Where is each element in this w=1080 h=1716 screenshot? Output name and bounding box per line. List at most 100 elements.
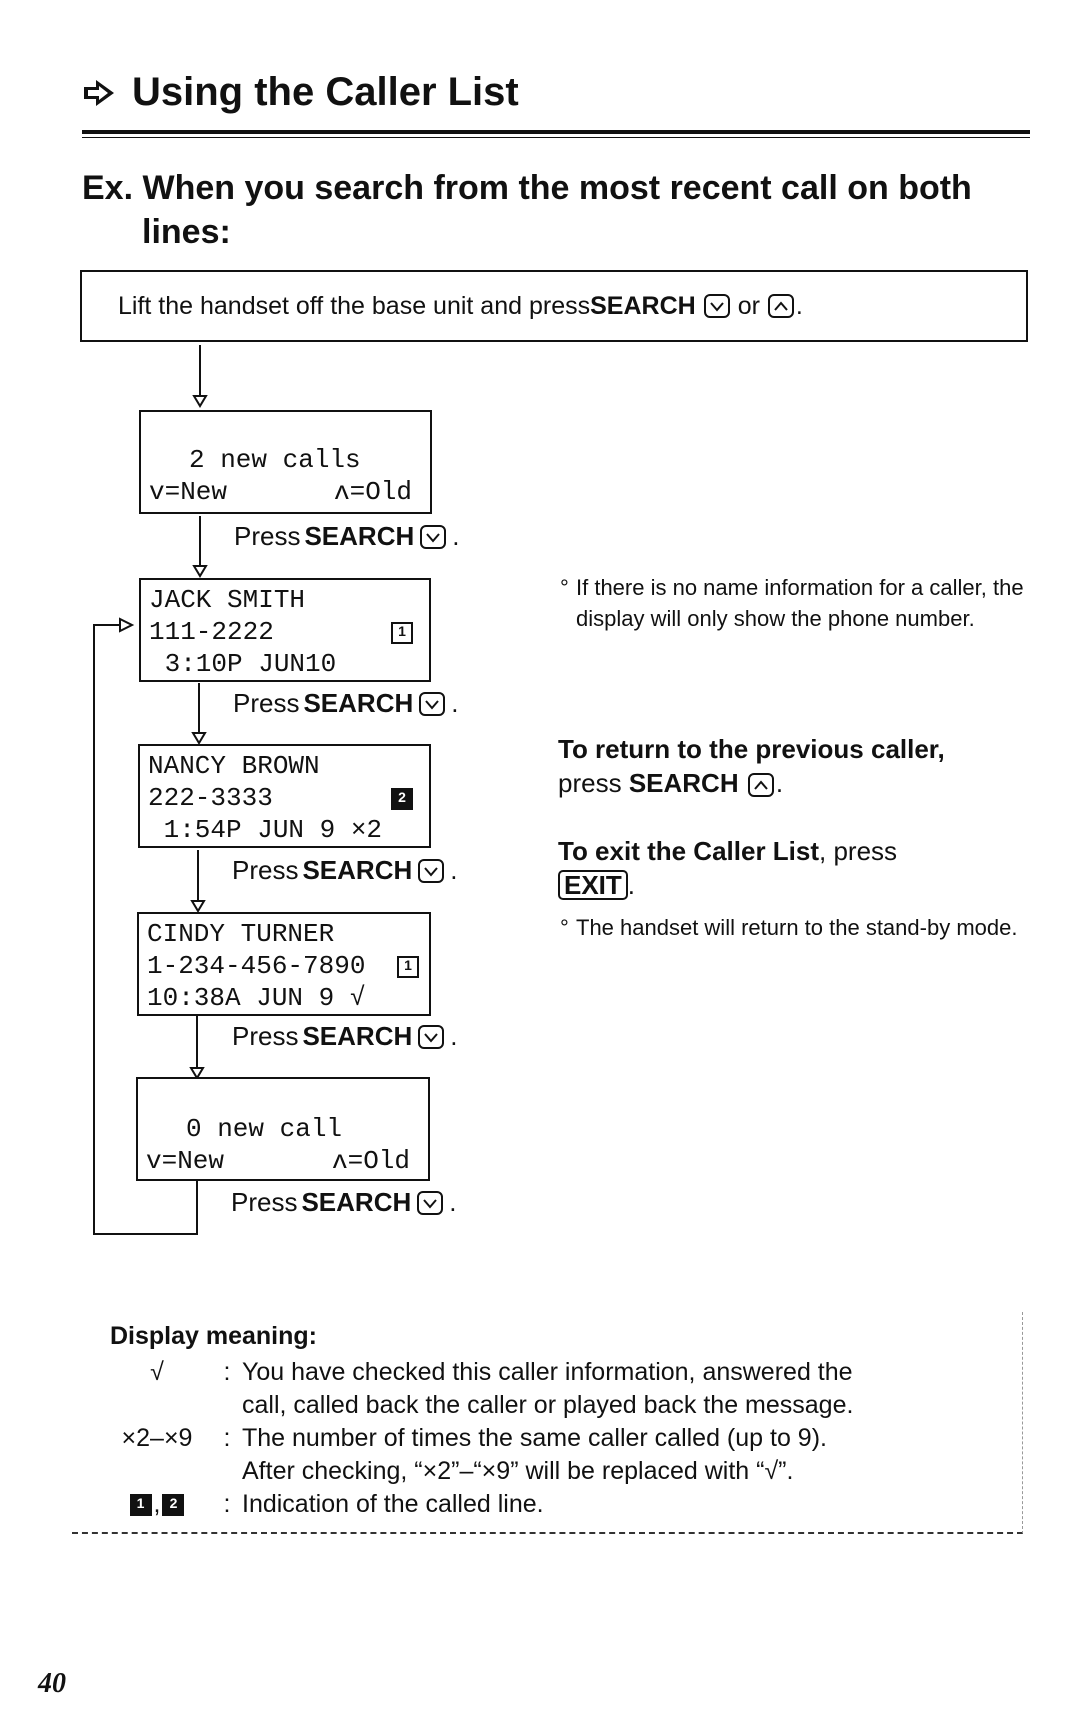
meaning-symbol: √ [150, 1358, 164, 1386]
step-press: Press [232, 855, 299, 885]
up-key-icon [767, 294, 794, 318]
lcd-text: ʌ=Old [333, 477, 412, 507]
instruction-text: Lift the handset off the base unit and p… [118, 291, 591, 320]
lcd-text: v=New [149, 477, 228, 507]
meaning-text: After checking, “×2”–“×9” will be replac… [242, 1457, 794, 1485]
page-title: Using the Caller List [82, 70, 519, 115]
line-2-icon: 2 [162, 1493, 185, 1516]
step-key: SEARCH [304, 521, 415, 551]
meaning-text: The number of times the same caller call… [242, 1424, 827, 1452]
return-bold: To return to the previous caller, [558, 734, 945, 764]
step-press-search: Press SEARCH . [233, 688, 459, 719]
step-press-search: Press SEARCH . [231, 1187, 457, 1218]
step-press: Press [233, 688, 300, 718]
lcd-text: 111-2222 [149, 617, 274, 647]
display-meaning-list: √: You have checked this caller informati… [102, 1356, 854, 1521]
lcd-line: 2 new calls [149, 444, 422, 476]
up-key-icon [747, 773, 774, 798]
line-1-icon: 1 [129, 1493, 152, 1516]
lcd-line: 111-2222 1 [149, 616, 421, 648]
exit-rest: , press [819, 836, 898, 866]
lcd-text: ʌ=Old [331, 1146, 410, 1176]
lcd-screen-no-new-calls: 0 new call v=New ʌ=Old [136, 1077, 430, 1181]
line-1-icon: 1 [397, 956, 419, 978]
lcd-line: 222-3333 2 [148, 782, 421, 814]
meaning-row: √: You have checked this caller informati… [102, 1356, 853, 1389]
lcd-line: v=New ʌ=Old [146, 1145, 420, 1177]
note-no-name: ° If there is no name information for a … [560, 572, 1030, 634]
lcd-text: v=New [146, 1146, 225, 1176]
lcd-line: NANCY BROWN [148, 750, 421, 782]
heading-line1: Ex. When you search from the most recent… [82, 169, 972, 207]
down-key-icon [420, 524, 447, 549]
lcd-line: 1-234-456-7890 1 [147, 950, 421, 982]
line-1-icon: 1 [391, 622, 413, 644]
step-press: Press [232, 1021, 299, 1051]
arrow-right-icon [84, 79, 114, 106]
meaning-symbol: 1,2 [102, 1488, 212, 1521]
lcd-line: JACK SMITH [149, 584, 421, 616]
down-key-icon [418, 858, 445, 883]
lcd-line: 0 new call [146, 1113, 420, 1145]
lcd-screen-caller: JACK SMITH 111-2222 1 3:10P JUN10 [139, 578, 431, 682]
step-end: . [451, 688, 459, 718]
bullet-icon: ° [560, 575, 569, 600]
down-key-icon [417, 1190, 444, 1215]
display-meaning-title: Display meaning: [110, 1322, 317, 1350]
instruction-end: . [795, 291, 803, 320]
lcd-line: CINDY TURNER [147, 918, 421, 950]
down-key-icon [703, 294, 730, 318]
title-rule [82, 130, 1030, 138]
meaning-symbol: ×2–×9 [121, 1424, 193, 1452]
step-end: . [452, 521, 460, 551]
heading-line2: lines: [142, 213, 231, 251]
lcd-text: NANCY BROWN [148, 751, 320, 781]
meaning-text: call, called back the caller or played b… [242, 1391, 854, 1419]
bullet-icon: ° [560, 915, 569, 940]
page-number: 40 [38, 1668, 66, 1699]
step-key: SEARCH [303, 688, 414, 718]
meaning-colon: : [223, 1424, 231, 1452]
instruction-box: Lift the handset off the base unit and p… [80, 270, 1028, 342]
step-press-search: Press SEARCH . [234, 521, 460, 552]
meaning-text: Indication of the called line. [242, 1490, 544, 1518]
lcd-text: 1-234-456-7890 [147, 951, 366, 981]
meaning-row: After checking, “×2”–“×9” will be replac… [102, 1455, 853, 1488]
lcd-line: 1:54P JUN 9 ×2 [148, 814, 421, 846]
lcd-text: 222-3333 [148, 783, 273, 813]
meaning-comma: , [153, 1490, 161, 1518]
lcd-line: 3:10P JUN10 [149, 648, 421, 680]
flow-arrows [93, 345, 208, 1235]
lcd-line: v=New ʌ=Old [149, 476, 422, 508]
lcd-text: 0 new call [186, 1114, 343, 1144]
meaning-colon [212, 1455, 242, 1488]
exit-bold: To exit the Caller List [558, 836, 820, 866]
exit-key-label: EXIT [564, 870, 622, 900]
lcd-screen-new-calls: 2 new calls v=New ʌ=Old [139, 410, 432, 514]
lcd-text: 10:38A JUN 9 √ [147, 983, 366, 1013]
step-end: . [450, 1021, 458, 1051]
step-press: Press [231, 1187, 298, 1217]
exit-key-icon: EXIT [558, 870, 628, 900]
meaning-text: You have checked this caller information… [242, 1358, 853, 1386]
exit-instruction: To exit the Caller List, press EXIT. [558, 836, 898, 900]
note-standby: ° The handset will return to the stand-b… [560, 912, 1040, 943]
meaning-colon: : [223, 1358, 231, 1386]
lcd-screen-caller: NANCY BROWN 222-3333 2 1:54P JUN 9 ×2 [138, 744, 431, 848]
lcd-text: 2 new calls [189, 445, 361, 475]
title-text: Using the Caller List [132, 70, 519, 114]
lcd-line: 10:38A JUN 9 √ [147, 982, 421, 1014]
lcd-screen-caller: CINDY TURNER 1-234-456-7890 1 10:38A JUN … [137, 912, 431, 1016]
meaning-colon [212, 1389, 242, 1422]
meaning-row: call, called back the caller or played b… [102, 1389, 853, 1422]
step-press-search: Press SEARCH . [232, 855, 458, 886]
line-2-icon: 2 [391, 788, 413, 810]
down-key-icon [418, 1024, 445, 1049]
down-key-icon [419, 691, 446, 716]
step-press-search: Press SEARCH . [232, 1021, 458, 1052]
display-meaning-box: Display meaning: √: You have checked this… [72, 1312, 1023, 1534]
step-press: Press [234, 521, 301, 551]
step-end: . [449, 1187, 457, 1217]
meaning-colon: : [223, 1490, 231, 1518]
return-rest: press [558, 768, 622, 798]
